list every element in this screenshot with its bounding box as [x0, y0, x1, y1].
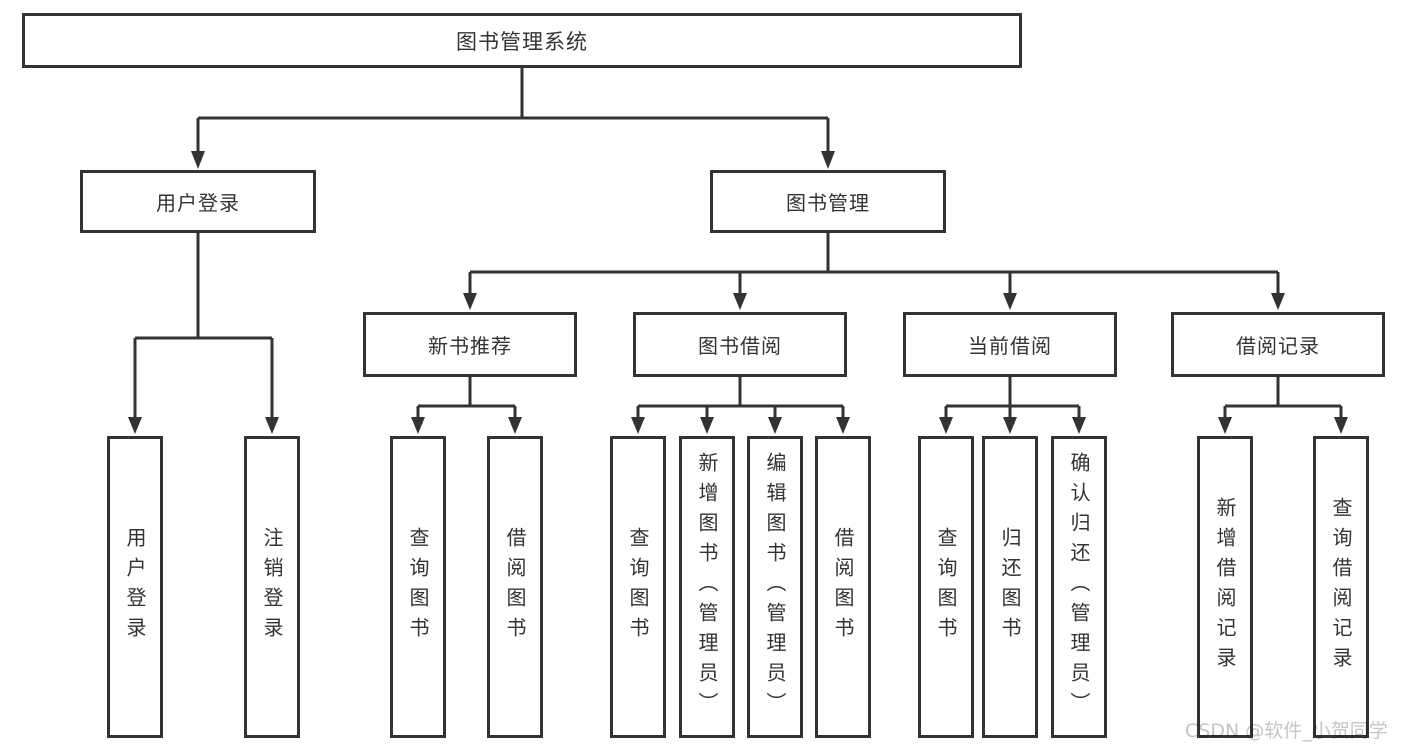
csdn-watermark: CSDN @软件_小贺同学 [1185, 720, 1388, 742]
node-new-book-recommend: 新书推荐 [363, 312, 577, 377]
edges-book-borrowing-branch [631, 377, 850, 434]
leaf-records-add-borrow-record: 新增借阅记录 [1197, 436, 1253, 738]
arrowhead-icon [939, 417, 953, 434]
arrowhead-icon [1271, 293, 1285, 310]
arrowhead-icon [1003, 293, 1017, 310]
edges-book-management-branch [463, 233, 1285, 310]
leaf-current-return-books: 归还图书 [982, 436, 1038, 738]
edges-root-to-level2 [191, 68, 835, 169]
node-label: 借阅图书 [503, 527, 527, 647]
node-book-borrowing: 图书借阅 [633, 312, 847, 377]
leaf-user-login: 用户登录 [107, 436, 163, 738]
node-label: 新增借阅记录 [1213, 497, 1237, 677]
node-label: 用户登录 [123, 527, 147, 647]
arrowhead-icon [1334, 417, 1348, 434]
node-borrowing-records: 借阅记录 [1171, 312, 1385, 377]
node-label: 图书管理 [786, 191, 870, 215]
arrowhead-icon [191, 151, 205, 169]
node-library-management-system: 图书管理系统 [22, 13, 1022, 68]
node-label: 编辑图书（管理员） [763, 452, 787, 722]
node-label: 查询借阅记录 [1329, 497, 1353, 677]
leaf-borrowing-edit-books-admin: 编辑图书（管理员） [747, 436, 803, 738]
arrowhead-icon [1218, 417, 1232, 434]
edges-user-login-branch [128, 233, 279, 434]
node-label: 图书借阅 [698, 334, 782, 358]
arrowhead-icon [1003, 417, 1017, 434]
node-label: 借阅记录 [1236, 334, 1320, 358]
arrowhead-icon [700, 417, 714, 434]
arrowhead-icon [411, 417, 425, 434]
arrowhead-icon [836, 417, 850, 434]
leaf-borrowing-add-books-admin: 新增图书（管理员） [679, 436, 735, 738]
node-label: 注销登录 [260, 527, 284, 647]
edges-new-book-recommend-branch [411, 377, 522, 434]
leaf-logout: 注销登录 [244, 436, 300, 738]
leaf-borrowing-query-books: 查询图书 [610, 436, 666, 738]
leaf-borrowing-borrow-books: 借阅图书 [815, 436, 871, 738]
node-label: 查询图书 [934, 527, 958, 647]
node-label: 借阅图书 [831, 527, 855, 647]
edges-borrowing-records-branch [1218, 377, 1348, 434]
node-current-borrowing: 当前借阅 [903, 312, 1117, 377]
leaf-recommend-borrow-books: 借阅图书 [487, 436, 543, 738]
node-label: 查询图书 [626, 527, 650, 647]
arrowhead-icon [768, 417, 782, 434]
arrowhead-icon [631, 417, 645, 434]
node-label: 新书推荐 [428, 334, 512, 358]
node-label: 当前借阅 [968, 334, 1052, 358]
leaf-recommend-query-books: 查询图书 [390, 436, 446, 738]
arrowhead-icon [733, 293, 747, 310]
edges-current-borrowing-branch [939, 377, 1086, 434]
leaf-records-query-borrow-record: 查询借阅记录 [1313, 436, 1369, 738]
node-label: 归还图书 [998, 527, 1022, 647]
node-label: 用户登录 [156, 191, 240, 215]
node-user-login: 用户登录 [80, 170, 316, 233]
node-label: 图书管理系统 [456, 29, 588, 54]
leaf-current-confirm-return-admin: 确认归还（管理员） [1051, 436, 1107, 738]
node-label: 查询图书 [406, 527, 430, 647]
node-label: 确认归还（管理员） [1067, 452, 1091, 722]
arrowhead-icon [128, 417, 142, 434]
node-book-management: 图书管理 [710, 170, 946, 233]
leaf-current-query-books: 查询图书 [918, 436, 974, 738]
arrowhead-icon [463, 293, 477, 310]
arrowhead-icon [508, 417, 522, 434]
arrowhead-icon [1072, 417, 1086, 434]
node-label: 新增图书（管理员） [695, 452, 719, 722]
arrowhead-icon [265, 417, 279, 434]
arrowhead-icon [821, 151, 835, 169]
